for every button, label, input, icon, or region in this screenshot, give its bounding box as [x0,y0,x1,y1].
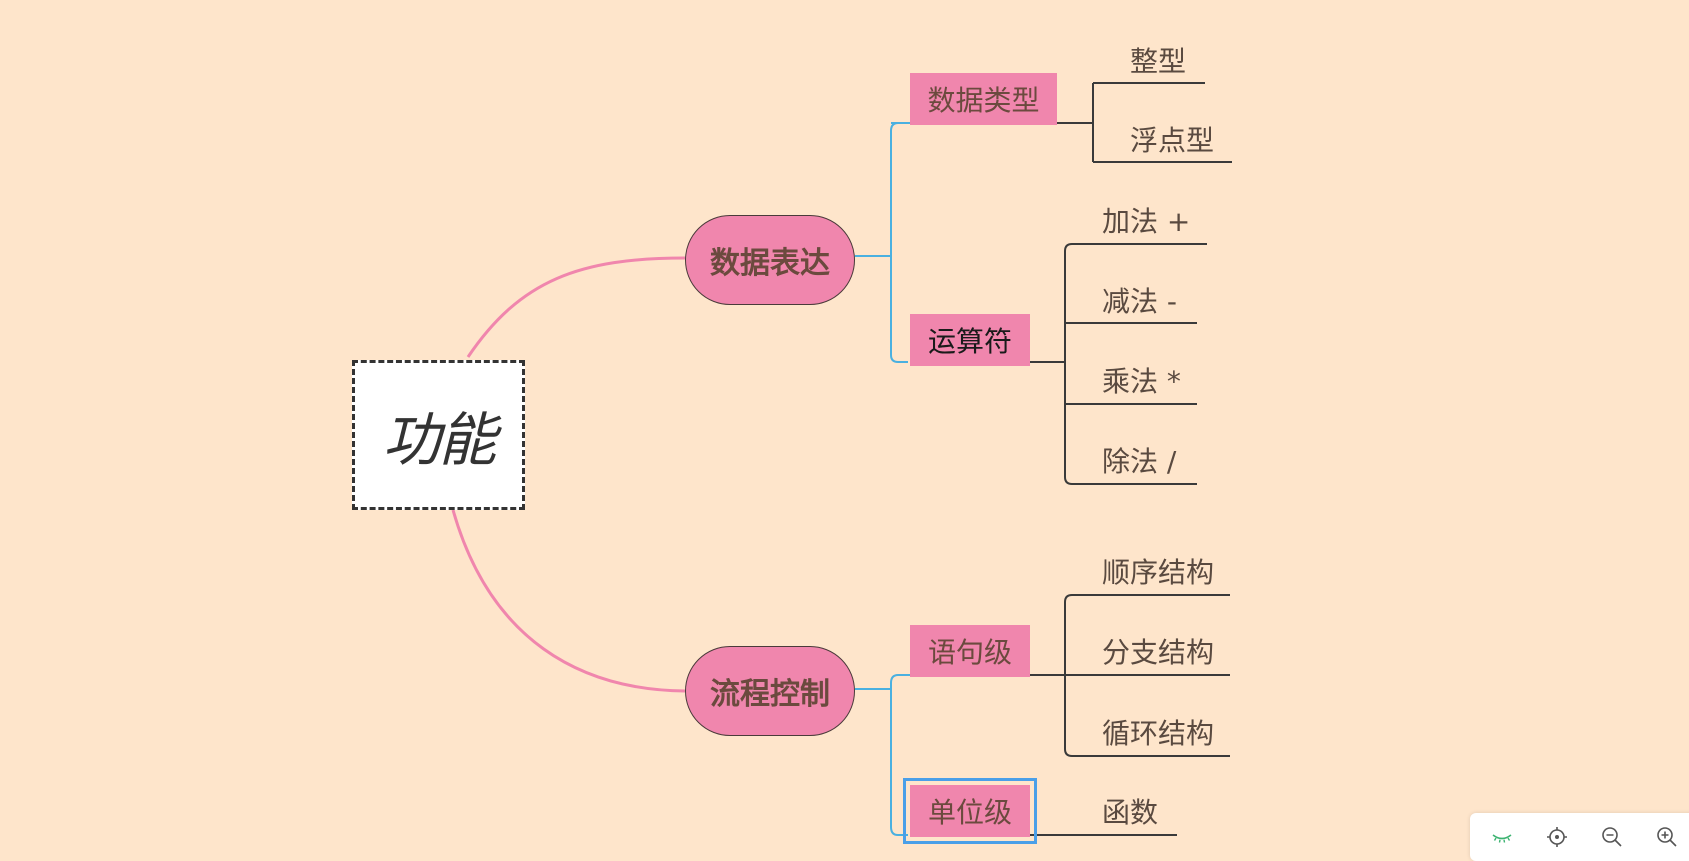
zoom-out-icon[interactable] [1600,825,1624,849]
connector-sub-2-1-leaves [1030,594,1230,757]
view-toolbar [1470,813,1689,861]
subtopic-label: 数据类型 [927,84,1040,117]
root-label: 功能 [382,406,496,474]
connector-branch-2-subs [855,674,910,836]
leaf-topic[interactable]: 加法 + [1102,205,1191,238]
leaf-topic[interactable]: 整型 [1130,45,1187,78]
eye-closed-icon[interactable] [1490,825,1514,849]
subtopic-unit-level[interactable]: 单位级 [903,778,1037,844]
subtopic-data-types[interactable]: 数据类型 [910,73,1057,125]
leaf-topic[interactable]: 循环结构 [1102,717,1215,750]
root-node[interactable]: 功能 [352,360,525,510]
connector-sub-1-1-leaves [1057,82,1232,163]
leaf-topic[interactable]: 浮点型 [1130,124,1215,157]
leaf-topic[interactable]: 函数 [1102,796,1159,829]
leaf-topic[interactable]: 乘法 * [1102,365,1181,398]
connector-root-branch-1 [466,256,686,358]
zoom-in-icon[interactable] [1655,825,1679,849]
leaf-topic[interactable]: 减法 - [1102,285,1178,318]
connector-branch-1-subs [855,122,910,363]
branch-label: 数据表达 [710,246,830,281]
branch-node-flow-control[interactable]: 流程控制 [685,646,855,736]
branch-label: 流程控制 [710,677,830,712]
leaf-topic[interactable]: 分支结构 [1102,636,1215,669]
subtopic-label: 单位级 [927,796,1012,829]
leaf-topic[interactable]: 除法 / [1102,445,1177,478]
connector-root-branch-2 [451,509,686,693]
connector-sub-1-2-leaves [1030,243,1207,485]
locate-center-icon[interactable] [1545,825,1569,849]
subtopic-label: 运算符 [927,325,1012,358]
subtopic-operators[interactable]: 运算符 [910,314,1030,366]
subtopic-label: 语句级 [927,636,1012,669]
subtopic-statement-level[interactable]: 语句级 [910,625,1030,677]
leaf-topic[interactable]: 顺序结构 [1102,556,1215,589]
branch-node-data-expression[interactable]: 数据表达 [685,215,855,305]
